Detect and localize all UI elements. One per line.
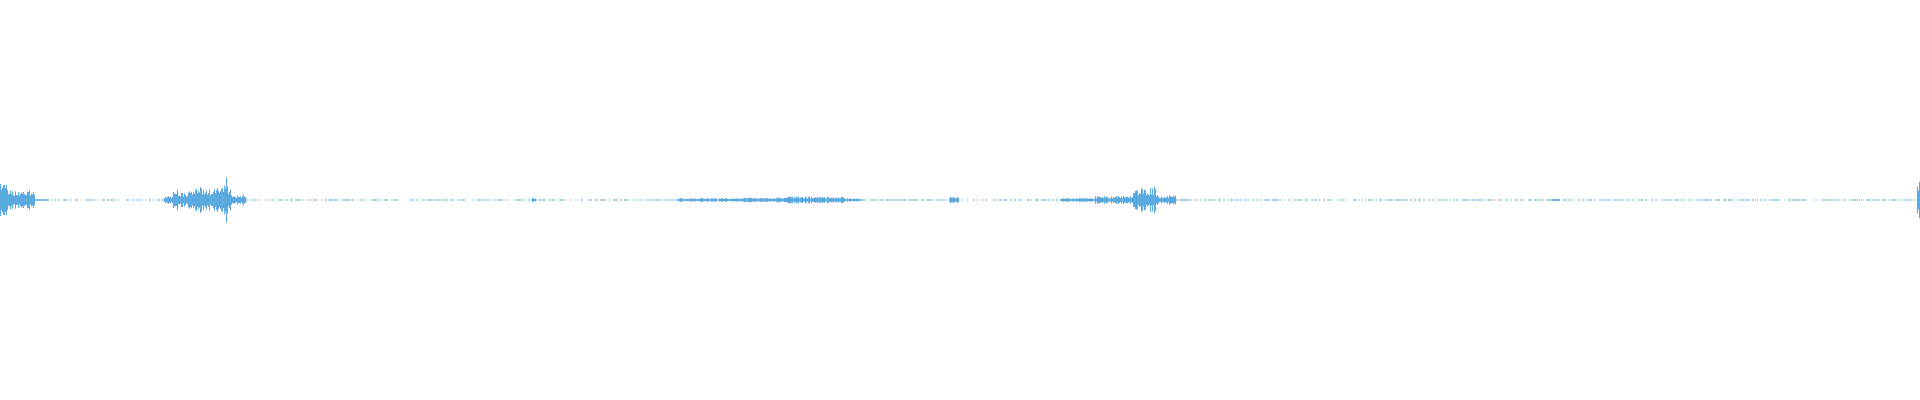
waveform-bars [0,177,1920,223]
